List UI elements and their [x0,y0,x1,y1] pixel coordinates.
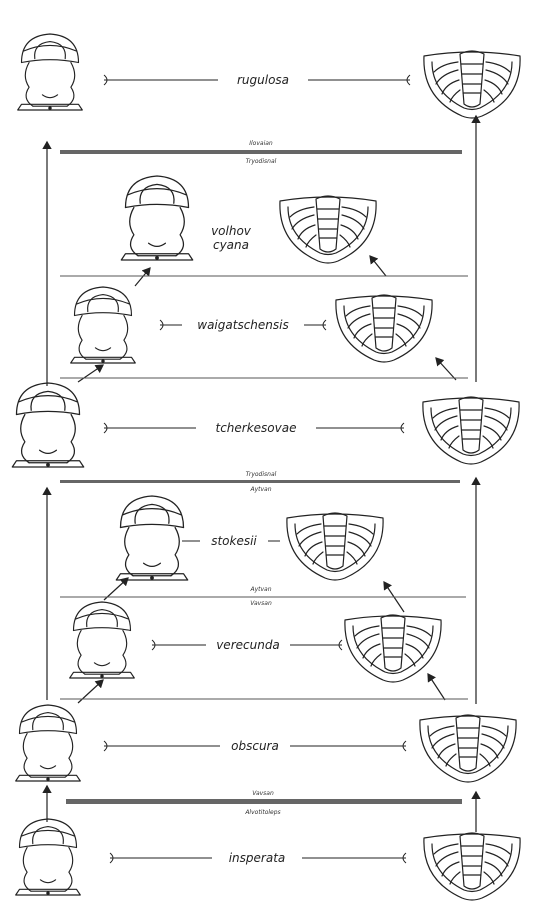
species-label-verecunda: verecunda [216,638,280,652]
boundary-label-lower: Tryodisnal [246,158,277,165]
pygidium-waigatschensis-drawing [336,295,432,362]
species-label-waigatschensis: waigatschensis [197,318,288,332]
boundary-label-upper: Vavsan [252,790,274,797]
cephalon-volhov-cyana-drawing [121,176,192,260]
boundary-label-upper: Tryodisnal [246,471,277,478]
boundary-label-lower: Vavsan [250,600,272,607]
cephalon-stokesii-drawing [116,496,187,580]
species-label-obscura: obscura [231,739,279,753]
species-label-cyana: cyana [213,238,249,252]
cephalon-obscura-drawing [16,705,81,781]
pygidium-tcherkesovae-drawing [423,397,519,464]
species-label-stokesii: stokesii [211,534,257,548]
pygidium-rugulosa-drawing [424,51,520,118]
cephalon-verecunda-drawing [70,602,135,678]
boundary-label-lower: Alvotitoleps [244,809,280,816]
boundary-label-upper: Aytvan [249,586,271,593]
boundary-vavsan-alvotitoleps: Vavsan Alvotitoleps [66,790,462,816]
cephalon-rugulosa-drawing [18,34,83,110]
species-label-volhov: volhov [211,224,252,238]
pygidium-verecunda-drawing [345,615,441,682]
species-label-rugulosa: rugulosa [237,73,289,87]
species-label-tcherkesovae: tcherkesovae [216,421,297,435]
boundary-tryodisnal-aytvan: Tryodisnal Aytvan [60,471,460,493]
cephalon-waigatschensis-drawing [71,287,136,363]
pygidium-stokesii-drawing [287,513,383,580]
boundary-aytvan-vavsan: Aytvan Vavsan [60,586,466,607]
pygidium-volhov-cyana-drawing [280,196,376,263]
boundary-label-upper: Ilovaian [249,140,273,147]
boundary-label-lower: Aytvan [249,486,271,493]
cephalon-tcherkesovae-drawing [12,383,83,467]
pygidium-insperata-drawing [424,833,520,900]
species-label-insperata: insperata [229,851,286,865]
pygidium-obscura-drawing [420,715,516,782]
cephalon-insperata-drawing [16,819,81,895]
boundary-ilovaian-tryodisnal: Ilovaian Tryodisnal [60,140,462,165]
